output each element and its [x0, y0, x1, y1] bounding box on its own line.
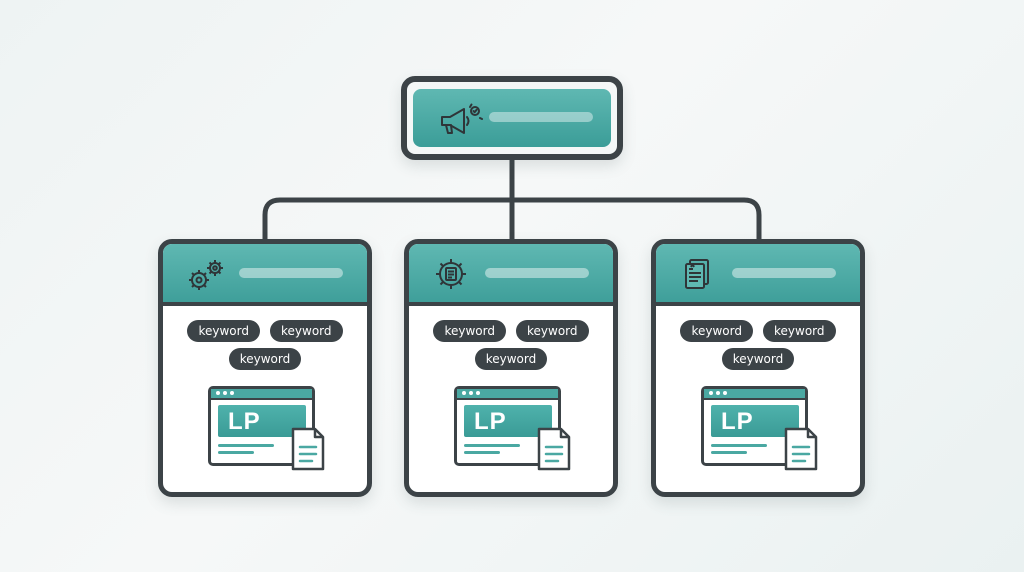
text-line-placeholder [711, 451, 747, 454]
keyword-row: keyword [163, 348, 367, 370]
keyword-row: keyword [409, 348, 613, 370]
campaign-header [413, 89, 611, 147]
landing-page-label: LP [721, 408, 754, 435]
ad-group-header [163, 244, 367, 306]
stacked-documents-icon [685, 259, 709, 289]
text-line-placeholder [218, 444, 274, 447]
connector-branch-right [509, 197, 762, 243]
window-dot-icon [230, 391, 234, 395]
document-icon [291, 427, 325, 471]
keyword-pill[interactable]: keyword [763, 320, 836, 342]
ad-group-title-placeholder [239, 268, 343, 278]
document-icon [784, 427, 818, 471]
browser-titlebar [457, 389, 558, 400]
gears-icon [189, 260, 223, 290]
landing-page-banner: LP [711, 405, 799, 437]
browser-titlebar [704, 389, 805, 400]
landing-page-banner: LP [218, 405, 306, 437]
window-dot-icon [723, 391, 727, 395]
gear-document-icon [436, 259, 466, 289]
keyword-pill[interactable]: keyword [721, 348, 795, 370]
text-line-placeholder [218, 451, 254, 454]
keyword-row: keyword keyword [656, 320, 860, 342]
keyword-row: keyword keyword [163, 320, 367, 342]
megaphone-icon [441, 103, 483, 134]
campaign-title-placeholder [489, 112, 593, 122]
window-dot-icon [462, 391, 466, 395]
keyword-pill[interactable]: keyword [516, 320, 589, 342]
ad-group-title-placeholder [732, 268, 836, 278]
landing-page-window[interactable]: LP [454, 386, 561, 466]
window-dot-icon [469, 391, 473, 395]
browser-titlebar [211, 389, 312, 400]
keyword-row: keyword keyword [409, 320, 613, 342]
landing-page-label: LP [228, 408, 261, 435]
ad-group-title-placeholder [485, 268, 589, 278]
text-line-placeholder [711, 444, 767, 447]
text-line-placeholder [464, 444, 520, 447]
window-dot-icon [216, 391, 220, 395]
window-dot-icon [709, 391, 713, 395]
keyword-pill[interactable]: keyword [474, 348, 548, 370]
landing-page-label: LP [474, 408, 507, 435]
document-icon [537, 427, 571, 471]
keyword-pill[interactable]: keyword [433, 320, 506, 342]
window-dot-icon [716, 391, 720, 395]
keyword-pill[interactable]: keyword [270, 320, 343, 342]
campaign-node[interactable] [401, 76, 623, 160]
keyword-row: keyword [656, 348, 860, 370]
keyword-pill[interactable]: keyword [187, 320, 260, 342]
window-dot-icon [223, 391, 227, 395]
keyword-pill[interactable]: keyword [228, 348, 302, 370]
text-line-placeholder [464, 451, 500, 454]
connector-branch-left [262, 197, 515, 243]
landing-page-banner: LP [464, 405, 552, 437]
keyword-pill[interactable]: keyword [680, 320, 753, 342]
ad-group-header [409, 244, 613, 306]
ad-group-header [656, 244, 860, 306]
window-dot-icon [476, 391, 480, 395]
